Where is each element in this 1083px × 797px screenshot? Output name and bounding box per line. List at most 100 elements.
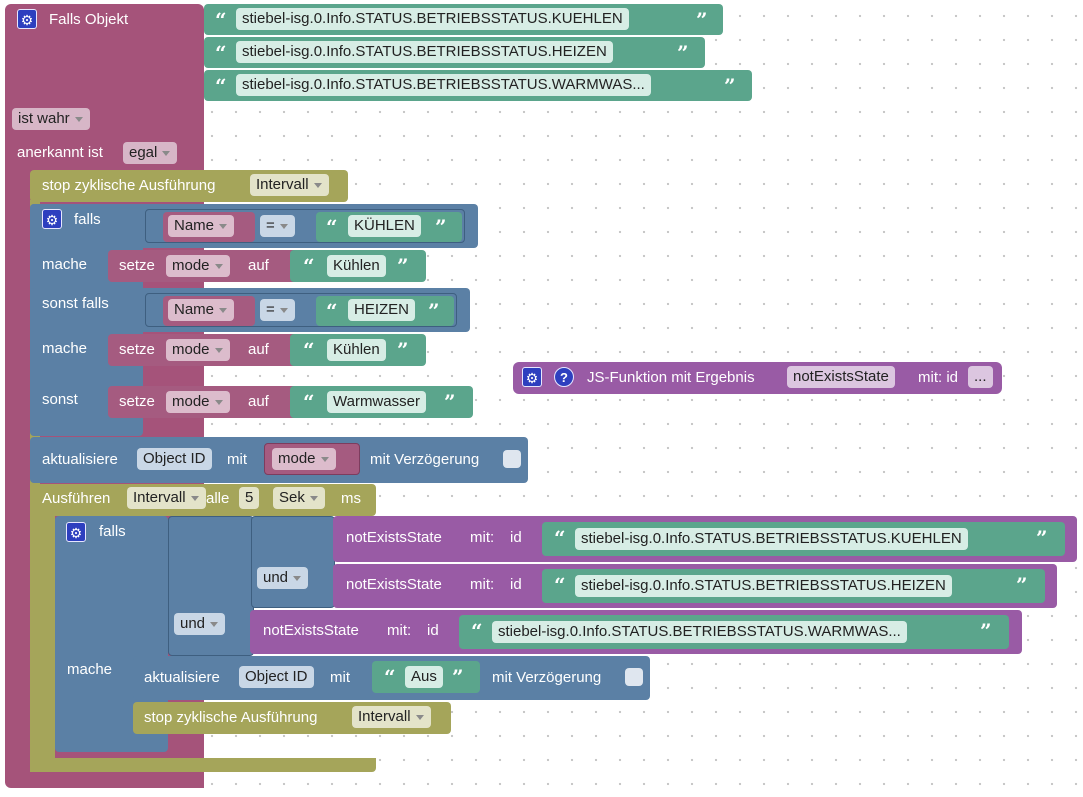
name-var-dropdown-2[interactable]: Name [168, 299, 235, 321]
trigger-id-3[interactable]: stiebel-isg.0.Info.STATUS.BETRIEBSSTATUS… [236, 74, 651, 96]
set-var-dropdown-1[interactable]: mode [166, 255, 230, 277]
interval-label: Ausführen [42, 490, 111, 507]
set2-value[interactable]: Kühlen [327, 339, 386, 361]
set-label: setze [119, 257, 155, 274]
set-label: setze [119, 341, 155, 358]
and-operator-inner[interactable]: und [257, 567, 309, 589]
quote-open-icon: “ [303, 338, 315, 362]
update-delay-label: mit Verzögerung [370, 451, 480, 468]
interval-rail [30, 514, 55, 760]
name-var-dropdown-1[interactable]: Name [168, 215, 235, 237]
ack-dropdown[interactable]: egal [123, 142, 178, 164]
mache-label-2: mache [42, 340, 88, 357]
quote-open-icon: “ [215, 74, 227, 98]
notexists-mit: mit: [470, 529, 495, 546]
interval-timer-dropdown[interactable]: Intervall [127, 487, 206, 509]
and-operator-outer[interactable]: und [174, 613, 226, 635]
update2-value[interactable]: Aus [405, 666, 443, 688]
gear-icon[interactable]: ⚙ [42, 209, 62, 229]
delay-checkbox-1[interactable] [503, 450, 521, 468]
quote-close-icon: ” [1036, 526, 1048, 550]
js-function-block[interactable] [513, 362, 1002, 394]
if-falls-label: falls [74, 211, 101, 228]
quote-open-icon: “ [471, 619, 483, 643]
cond1-value[interactable]: KÜHLEN [348, 215, 421, 237]
set-var-dropdown-3[interactable]: mode [166, 391, 230, 413]
quote-close-icon: ” [428, 299, 440, 323]
if2-falls-label: falls [99, 523, 126, 540]
quote-close-icon: ” [980, 619, 992, 643]
notexists-id: id [510, 529, 522, 546]
notexists-name: notExistsState [346, 529, 442, 546]
quote-open-icon: “ [326, 299, 338, 323]
cond2-value[interactable]: HEIZEN [348, 299, 416, 321]
update2-delay-label: mit Verzögerung [492, 669, 602, 686]
trigger-id-1[interactable]: stiebel-isg.0.Info.STATUS.BETRIEBSSTATUS… [236, 8, 629, 30]
quote-open-icon: “ [554, 573, 566, 597]
set-label: setze [119, 393, 155, 410]
operator-dropdown-2[interactable]: = [260, 299, 295, 321]
sonst-falls-label: sonst falls [42, 295, 109, 312]
and-block-outer[interactable] [168, 516, 254, 656]
stop2-timer-dropdown[interactable]: Intervall [352, 706, 431, 728]
quote-open-icon: “ [215, 8, 227, 32]
statement-stack-bottom [30, 758, 376, 772]
update2-label: aktualisiere [144, 669, 220, 686]
and-block-inner[interactable] [251, 516, 335, 608]
quote-close-icon: ” [452, 665, 464, 689]
notexists-id-3[interactable]: stiebel-isg.0.Info.STATUS.BETRIEBSSTATUS… [492, 621, 907, 643]
quote-open-icon: “ [303, 254, 315, 278]
set1-value[interactable]: Kühlen [327, 255, 386, 277]
gear-icon[interactable]: ⚙ [17, 9, 37, 29]
operator-dropdown-1[interactable]: = [260, 215, 295, 237]
update-object-field[interactable]: Object ID [137, 448, 212, 470]
set-auf-label: auf [248, 341, 269, 358]
interval-value[interactable]: 5 [239, 487, 260, 509]
notexists-id: id [427, 622, 439, 639]
quote-close-icon: ” [724, 74, 736, 98]
notexists-name: notExistsState [346, 576, 442, 593]
notexists-mit: mit: [387, 622, 412, 639]
ack-label: anerkannt ist [17, 144, 103, 161]
update2-object-field[interactable]: Object ID [239, 666, 314, 688]
quote-open-icon: “ [384, 665, 396, 689]
set-var-dropdown-2[interactable]: mode [166, 339, 230, 361]
js-function-more[interactable]: ... [968, 366, 993, 388]
sonst-label: sonst [42, 391, 78, 408]
notexists-id: id [510, 576, 522, 593]
trigger-title: Falls Objekt [49, 11, 129, 28]
js-function-name[interactable]: notExistsState [787, 366, 895, 388]
quote-open-icon: “ [326, 215, 338, 239]
quote-close-icon: ” [1016, 573, 1028, 597]
delay-checkbox-2[interactable] [625, 668, 643, 686]
stop-label: stop zyklische Ausführung [42, 177, 216, 194]
interval-ms-label: ms [341, 490, 361, 507]
update2-mit-label: mit [330, 669, 350, 686]
quote-open-icon: “ [554, 526, 566, 550]
update-var-dropdown[interactable]: mode [272, 448, 336, 470]
gear-icon[interactable]: ⚙ [522, 367, 542, 387]
stop2-label: stop zyklische Ausführung [144, 709, 318, 726]
notexists-id-2[interactable]: stiebel-isg.0.Info.STATUS.BETRIEBSSTATUS… [575, 575, 952, 597]
quote-close-icon: ” [435, 215, 447, 239]
condition-dropdown[interactable]: ist wahr [12, 108, 90, 130]
notexists-name: notExistsState [263, 622, 359, 639]
notexists-id-1[interactable]: stiebel-isg.0.Info.STATUS.BETRIEBSSTATUS… [575, 528, 968, 550]
quote-close-icon: ” [677, 41, 689, 65]
if2-mache-label: mache [67, 661, 113, 678]
notexists-mit: mit: [470, 576, 495, 593]
update-label: aktualisiere [42, 451, 118, 468]
js-function-mit-id: mit: id [918, 369, 959, 386]
mache-label-1: mache [42, 256, 88, 273]
quote-close-icon: ” [397, 254, 409, 278]
quote-open-icon: “ [215, 41, 227, 65]
interval-unit-dropdown[interactable]: Sek [273, 487, 325, 509]
quote-open-icon: “ [303, 390, 315, 414]
quote-close-icon: ” [444, 390, 456, 414]
help-icon[interactable]: ? [554, 367, 574, 387]
trigger-id-2[interactable]: stiebel-isg.0.Info.STATUS.BETRIEBSSTATUS… [236, 41, 613, 63]
interval-alle-label: alle [206, 490, 230, 507]
gear-icon[interactable]: ⚙ [66, 522, 86, 542]
set3-value[interactable]: Warmwasser [327, 391, 426, 413]
stop-timer-dropdown[interactable]: Intervall [250, 174, 329, 196]
